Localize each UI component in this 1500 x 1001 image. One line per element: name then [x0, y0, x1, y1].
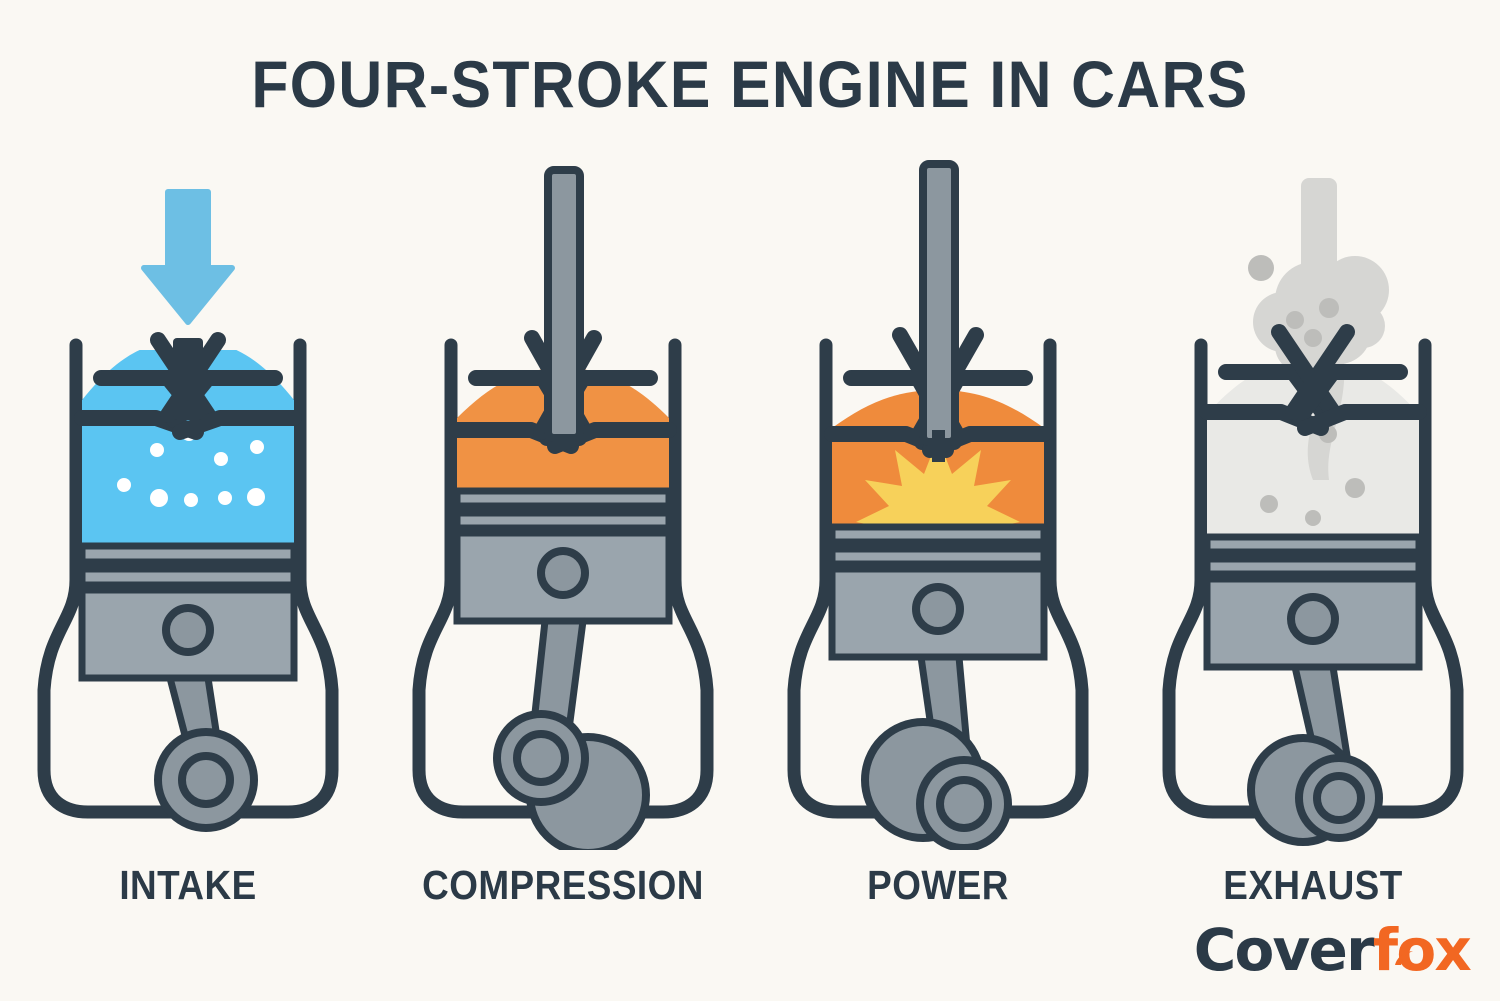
compression-diagram: [412, 166, 713, 850]
spark-plug-intake: [172, 338, 203, 420]
piston-exhaust: [1203, 575, 1422, 671]
piston-compression: [453, 529, 672, 625]
label-power: POWER: [866, 861, 1009, 908]
piston-intake: [78, 586, 297, 682]
piston-rings-compression: [453, 487, 672, 532]
label-compression: COMPRESSION: [421, 861, 704, 908]
piston-rings-intake: [78, 542, 297, 589]
stroke-labels: INTAKE COMPRESSION POWER EXHAUST: [0, 855, 1500, 915]
intake-arrow-icon: [140, 189, 235, 325]
crankshaft-compression: [492, 710, 650, 850]
piston-rings-power: [828, 523, 1047, 568]
panel-compression: [393, 150, 733, 850]
logo-cover-text: Cover: [1193, 916, 1375, 984]
label-intake: INTAKE: [118, 861, 257, 908]
combustion-burst-icon: [855, 438, 1020, 545]
piston-rings-exhaust: [1203, 533, 1422, 578]
logo-fox-text: fox: [1372, 916, 1472, 984]
label-exhaust: EXHAUST: [1222, 861, 1403, 908]
spark-plug-compression: [543, 166, 584, 442]
exhaust-diagram: [1162, 178, 1463, 846]
power-diagram: [787, 160, 1088, 850]
crankshaft-exhaust: [1246, 734, 1383, 846]
intake-diagram: [37, 189, 338, 832]
panel-intake: [18, 150, 358, 850]
page-title: FOUR-STROKE ENGINE IN CARS: [251, 47, 1249, 121]
crankshaft-power: [860, 718, 1012, 850]
coverfox-logo[interactable]: Cover fox: [1193, 913, 1472, 987]
valve-assembly-exhaust: [1198, 324, 1427, 436]
piston-power: [828, 565, 1047, 661]
fox-tail-icon: [1394, 951, 1413, 965]
panel-power: [768, 150, 1108, 850]
spark-plug-power: [918, 160, 959, 462]
crankshaft-intake: [153, 728, 258, 832]
panel-exhaust: [1143, 150, 1483, 850]
stroke-panels: [0, 150, 1500, 850]
